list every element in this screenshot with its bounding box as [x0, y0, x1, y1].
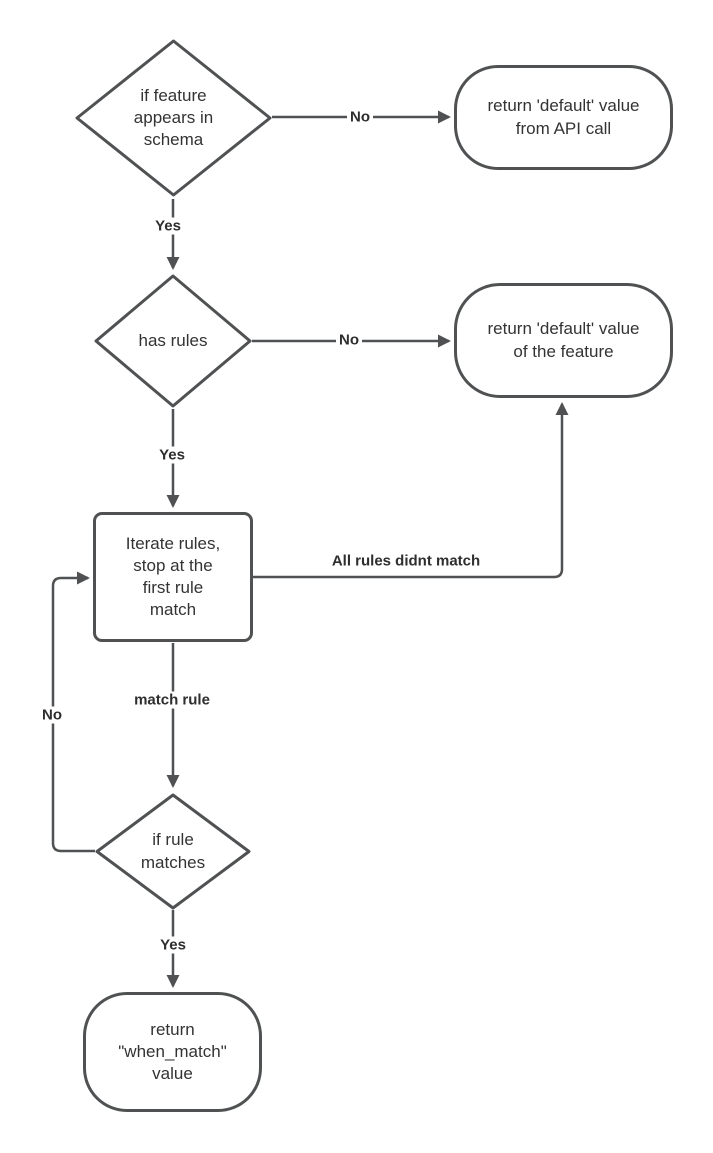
node-label: return "when_match" value [118, 1019, 227, 1084]
node-label: return 'default' value from API call [487, 96, 640, 138]
node-return-default-api: return 'default' value from API call [454, 65, 673, 170]
edge-label-all-rules-didnt-match: All rules didnt match [328, 552, 484, 570]
edge-label-no: No [39, 706, 65, 724]
edge-label-no: No [336, 331, 362, 349]
edge-label-yes: Yes [157, 936, 189, 954]
edge-label-yes: Yes [156, 446, 188, 464]
node-label: if rule matches [140, 830, 206, 872]
node-iterate-rules: Iterate rules, stop at the first rule ma… [93, 512, 253, 642]
edge-label-yes: Yes [152, 217, 184, 235]
node-has-rules: has rules [94, 274, 252, 408]
edge-label-no: No [347, 108, 373, 126]
node-label: return 'default' value of the feature [487, 319, 640, 361]
node-feature-in-schema: if feature appears in schema [75, 39, 272, 197]
diamond-shape [95, 793, 251, 910]
diamond-shape [75, 39, 272, 197]
edge-label-match-rule: match rule [131, 691, 213, 709]
node-return-when-match: return "when_match" value [83, 992, 262, 1112]
node-label: Iterate rules, stop at the first rule ma… [125, 533, 221, 620]
node-return-default-feature: return 'default' value of the feature [454, 283, 673, 398]
diamond-shape [94, 274, 252, 408]
node-label: has rules [138, 330, 208, 350]
edge-all-rules-didnt-match [253, 402, 569, 579]
node-if-rule-matches: if rule matches [95, 793, 251, 910]
node-label: if feature appears in schema [133, 85, 214, 150]
